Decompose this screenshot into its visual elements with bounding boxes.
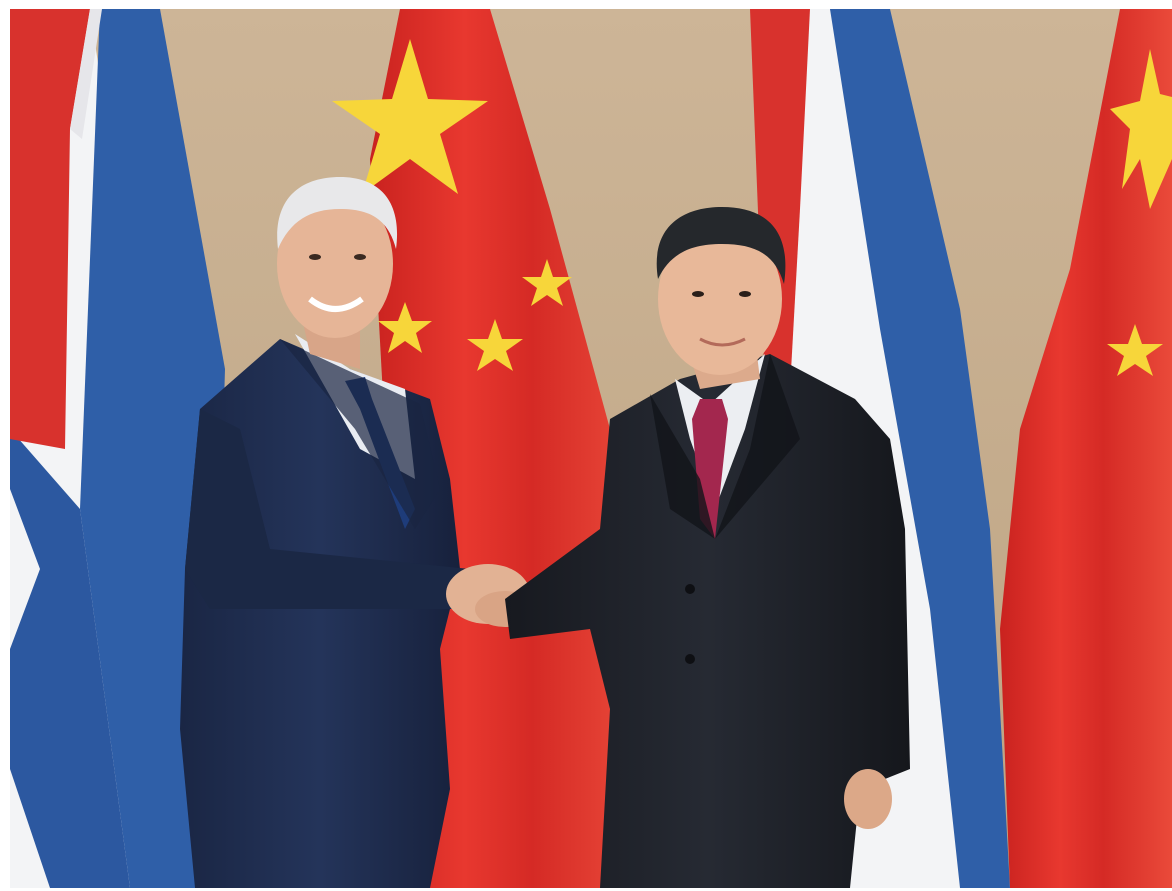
china-flag-right bbox=[1000, 9, 1172, 888]
star-icon bbox=[1110, 49, 1172, 209]
left-person bbox=[180, 177, 470, 888]
photo bbox=[10, 9, 1172, 888]
star-icon bbox=[332, 39, 488, 194]
photo-scene bbox=[10, 9, 1172, 888]
star-icon bbox=[467, 319, 523, 371]
star-icon bbox=[378, 302, 432, 353]
right-person bbox=[505, 207, 910, 888]
star-icon bbox=[522, 259, 572, 306]
star-icon bbox=[1107, 324, 1163, 376]
